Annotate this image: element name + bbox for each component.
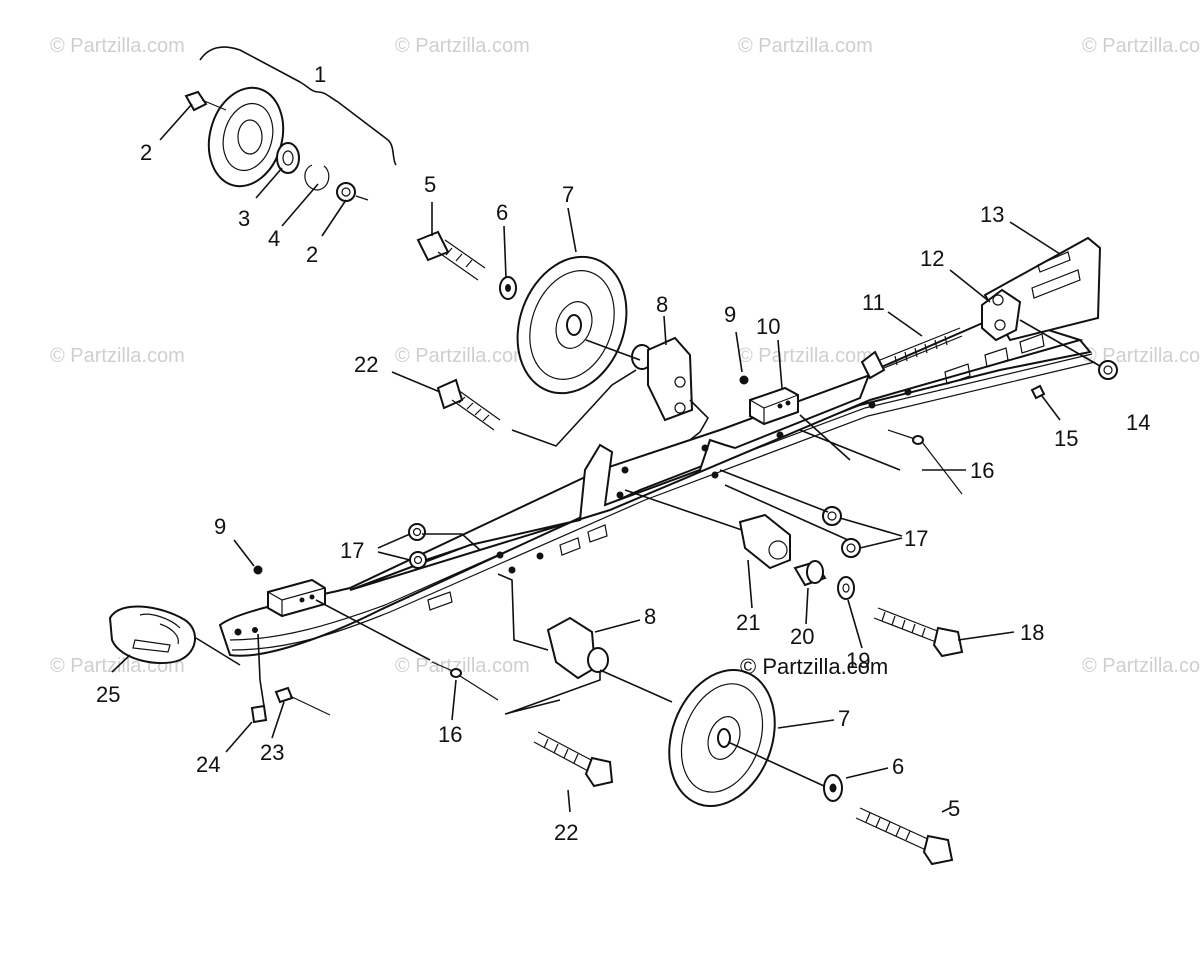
- callout-25: 25: [96, 682, 120, 707]
- callout-12: 12: [920, 246, 944, 271]
- bolt-22-lower: [533, 731, 614, 788]
- callout-2: 2: [140, 140, 152, 165]
- watermark: © Partzilla.com: [50, 35, 185, 57]
- watermark: © Partzilla.com: [395, 655, 530, 677]
- ball-9: [739, 375, 749, 385]
- callout-5: 5: [424, 172, 436, 197]
- shock-mount-21: [738, 513, 791, 570]
- callout-7: 7: [562, 182, 574, 207]
- pin-16: [887, 429, 963, 495]
- callout-9: 9: [724, 302, 736, 327]
- callout-7: 7: [838, 706, 850, 731]
- callout-1: 1: [314, 62, 326, 87]
- axle-bracket-upper: [631, 336, 694, 422]
- callout-8: 8: [656, 292, 668, 317]
- wheel-7-lower: [668, 669, 776, 807]
- callout-3: 3: [238, 206, 250, 231]
- spacer-20: [793, 560, 827, 587]
- callout-6: 6: [496, 200, 508, 225]
- callout-19: 19: [846, 648, 870, 673]
- callout-14: 14: [1126, 410, 1150, 435]
- callout-17: 17: [340, 538, 364, 563]
- callout-16: 16: [970, 458, 994, 483]
- callout-11: 11: [862, 290, 885, 315]
- wheel-7-upper: [516, 255, 628, 395]
- callout-22: 22: [554, 820, 578, 845]
- callout-15: 15: [1054, 426, 1078, 451]
- wear-block-10: [749, 386, 799, 426]
- pin-16-lower: [431, 661, 499, 701]
- watermark: © Partzilla.com: [1082, 345, 1200, 367]
- washer-6-lower: [823, 774, 843, 802]
- idler-wheel-assembly: [184, 86, 369, 202]
- callout-17: 17: [904, 526, 928, 551]
- bolt-5-lower: [855, 807, 954, 866]
- callout-8: 8: [644, 604, 656, 629]
- washer-19: [837, 576, 855, 600]
- callout-6: 6: [892, 754, 904, 779]
- callout-2: 2: [306, 242, 318, 267]
- callout-13: 13: [980, 202, 1004, 227]
- callout-4: 4: [268, 226, 280, 251]
- callout-16: 16: [438, 722, 462, 747]
- watermark: © Partzilla.com: [1082, 655, 1200, 677]
- callout-24: 24: [196, 752, 220, 777]
- callout-21: 21: [736, 610, 760, 635]
- ski-tip-25: [108, 605, 196, 664]
- bolt-22-upper: [436, 378, 501, 431]
- watermark: © Partzilla.com: [395, 35, 530, 57]
- callout-23: 23: [260, 740, 284, 765]
- watermark: © Partzilla.com: [738, 35, 873, 57]
- callout-22: 22: [354, 352, 378, 377]
- axle-bracket-lower: [546, 616, 609, 680]
- watermark: © Partzilla.com: [1082, 35, 1200, 57]
- watermark: © Partzilla.com: [738, 345, 873, 367]
- rivet-23: [274, 686, 331, 716]
- callout-9: 9: [214, 514, 226, 539]
- watermark: © Partzilla.com: [50, 345, 185, 367]
- callout-20: 20: [790, 624, 814, 649]
- center-watermark: © Partzilla.com: [740, 654, 888, 679]
- callout-18: 18: [1020, 620, 1044, 645]
- washer-6-upper: [499, 276, 517, 300]
- callout-numbers: 1 2 2 3 4 5 5 6 6 7 7 8 8 9 9 10 11 12 1…: [96, 62, 1150, 845]
- watermark: © Partzilla.com: [395, 345, 530, 367]
- long-bolt: [860, 327, 963, 380]
- leader-lines: [111, 46, 1101, 813]
- bolt-18: [873, 607, 964, 658]
- nut-14: [1098, 360, 1118, 380]
- ball-9: [253, 565, 263, 575]
- small-bolt-15: [1030, 384, 1046, 400]
- bracket: [981, 288, 1022, 342]
- bolt-5-upper: [416, 230, 486, 281]
- callout-10: 10: [756, 314, 780, 339]
- callout-5: 5: [948, 796, 960, 821]
- screw-24: [250, 704, 268, 724]
